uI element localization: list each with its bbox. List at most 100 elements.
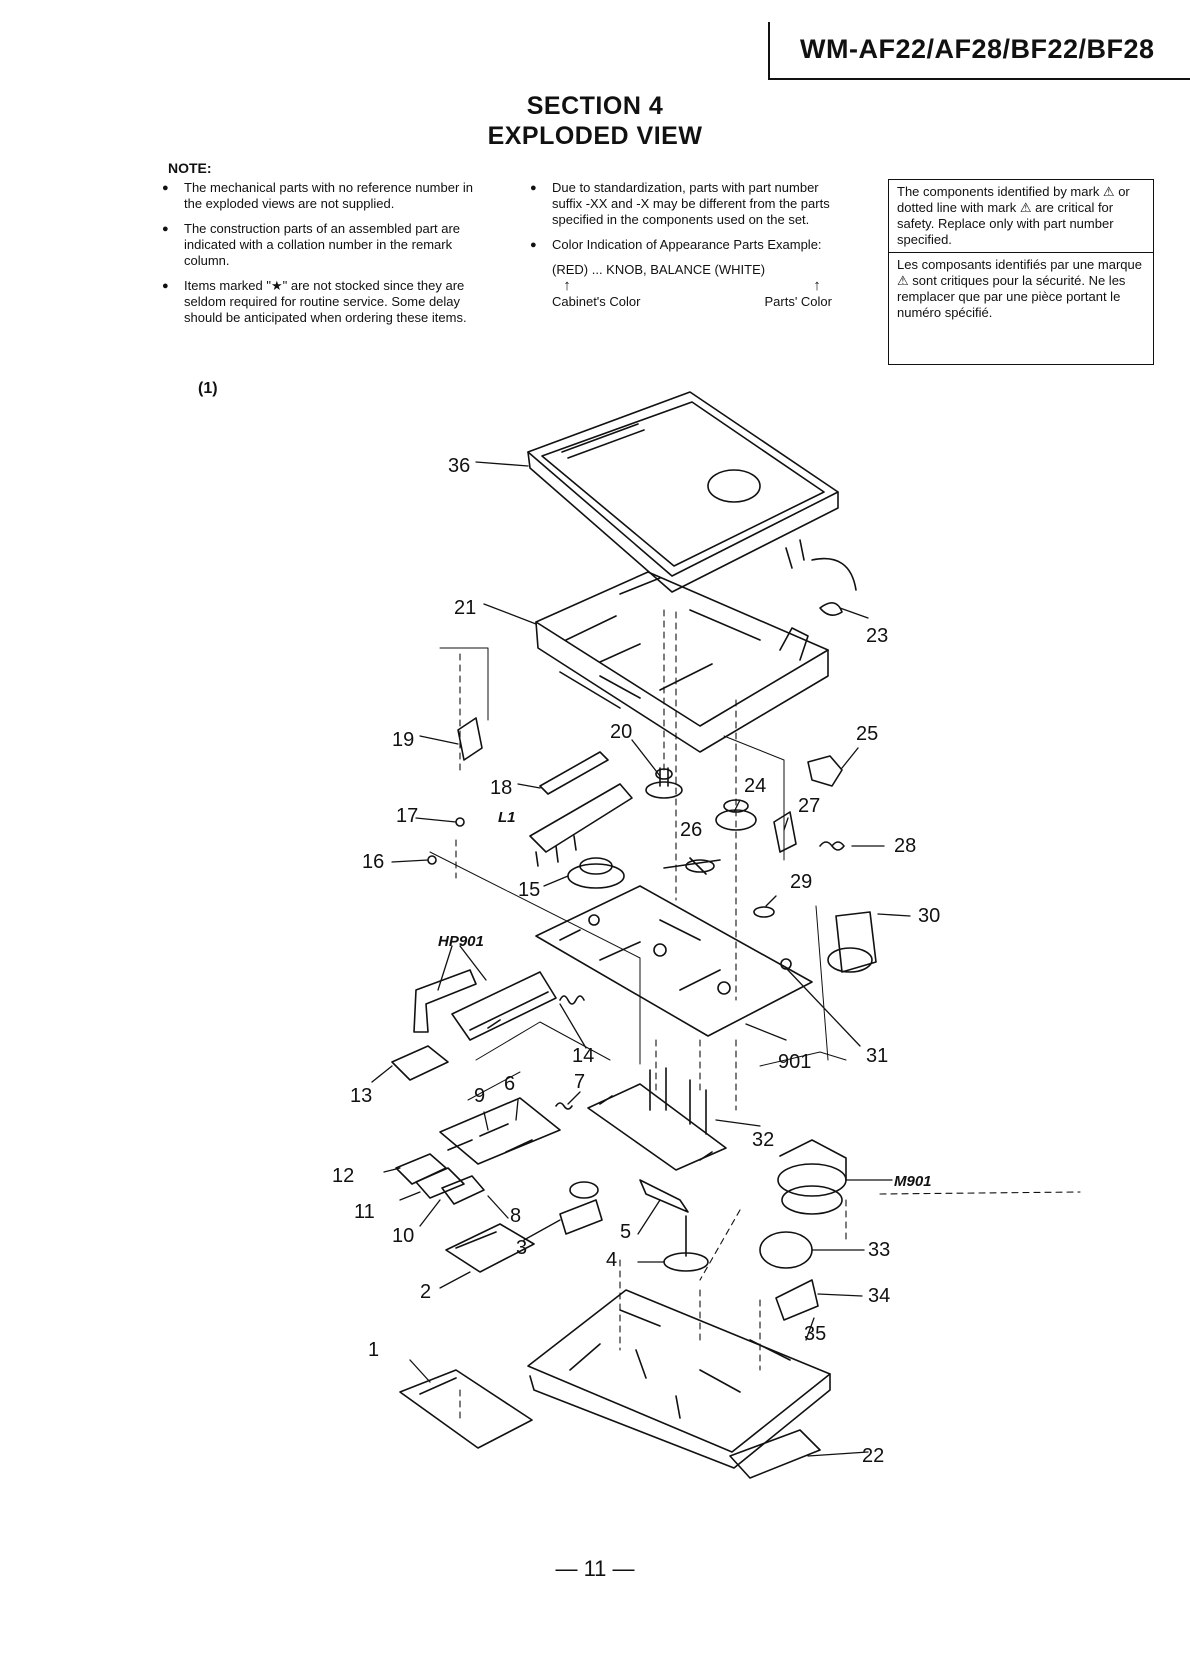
- part-label: 26: [680, 819, 702, 841]
- part-label: 8: [510, 1205, 521, 1227]
- part-label: 6: [504, 1073, 515, 1095]
- part-label: 10: [392, 1225, 414, 1247]
- gear-part: [645, 767, 683, 799]
- part-label: 12: [332, 1165, 354, 1187]
- part-labels: 36 21 23 19 20 25 18 24 27 17 L1 26 28 1…: [332, 455, 940, 1467]
- part-label: 22: [862, 1445, 884, 1467]
- part-label: 31: [866, 1045, 888, 1067]
- part-label: 15: [518, 879, 540, 901]
- safety-notice: The components identified by mark ⚠ or d…: [888, 179, 1154, 365]
- screw-part: [455, 817, 465, 827]
- up-arrow-icon: ↑: [813, 277, 821, 294]
- part-label: 901: [778, 1051, 811, 1073]
- battery-cover-part: [399, 1369, 533, 1449]
- part-label: 19: [392, 729, 414, 751]
- part-label: 2: [420, 1281, 431, 1303]
- part-label: 33: [868, 1239, 890, 1261]
- note-item: Items marked "★" are not stocked since t…: [160, 278, 482, 326]
- note-item: The mechanical parts with no reference n…: [160, 180, 482, 212]
- note-column-2: Due to standardization, parts with part …: [528, 180, 840, 310]
- section-title: EXPLODED VIEW: [487, 122, 703, 150]
- part-label: 16: [362, 851, 384, 873]
- leader-lines: [371, 461, 911, 1457]
- motor-bracket-part: [827, 911, 877, 973]
- part-label: 36: [448, 455, 470, 477]
- note-column-1: The mechanical parts with no reference n…: [160, 180, 482, 335]
- gear-part: [685, 859, 715, 873]
- part-label: 27: [798, 795, 820, 817]
- part-label: 18: [490, 777, 512, 799]
- flywheel-part: [567, 857, 625, 889]
- lever-part: [807, 755, 843, 787]
- part-label: 17: [396, 805, 418, 827]
- part-label: 29: [790, 871, 812, 893]
- header-rule: [768, 22, 1190, 80]
- cabinet-color-label: Cabinet's Color: [552, 294, 641, 309]
- part-label: 1: [368, 1339, 379, 1361]
- part-label: 30: [918, 905, 940, 927]
- alignment-guides: [455, 609, 1081, 1421]
- part-label: 35: [804, 1323, 826, 1345]
- bracket-part: [775, 1279, 819, 1321]
- lower-chassis-part: [527, 1289, 831, 1469]
- head-assembly-part: [529, 751, 633, 867]
- spring-part: [819, 602, 843, 616]
- gear-part: [559, 1181, 603, 1235]
- part-label: L1: [498, 809, 516, 826]
- clip-part: [457, 717, 483, 761]
- safety-notice-english: The components identified by mark ⚠ or d…: [897, 184, 1130, 247]
- screw-part: [780, 958, 792, 970]
- button-assembly-part: [395, 1097, 561, 1205]
- spring-part: [819, 841, 845, 851]
- part-label: 28: [894, 835, 916, 857]
- upper-chassis-part: [535, 571, 829, 753]
- main-plate-part: [535, 885, 813, 1037]
- figure-number: (1): [198, 380, 218, 397]
- belt-part: [639, 1179, 689, 1213]
- note-item: The construction parts of an assembled p…: [160, 221, 482, 269]
- model-title: WM-AF22/AF28/BF22/BF28: [800, 34, 1155, 64]
- part-label: 4: [606, 1249, 617, 1271]
- note-item: Color Indication of Appearance Parts Exa…: [528, 237, 840, 253]
- note-heading: NOTE:: [168, 160, 212, 176]
- button-part: [391, 1045, 449, 1081]
- bracket-part: [773, 811, 797, 853]
- spring-part: [555, 1102, 573, 1110]
- spring-part: [559, 995, 585, 1005]
- belt-part: [759, 1231, 813, 1269]
- part-label: M901: [894, 1173, 932, 1190]
- section-number: SECTION 4: [526, 92, 664, 120]
- color-example: (RED) ... KNOB, BALANCE (WHITE) ↑ ↑ Cabi…: [528, 262, 840, 310]
- color-example-line: (RED) ... KNOB, BALANCE (WHITE): [552, 262, 766, 277]
- part-label: 3: [516, 1237, 527, 1259]
- part-label: 24: [744, 775, 766, 797]
- page-number: — 11 —: [555, 1556, 635, 1581]
- screw-part: [427, 855, 437, 865]
- slide-plate-part: [445, 1223, 535, 1273]
- parts-color-label: Parts' Color: [764, 294, 832, 309]
- part-label: 23: [866, 625, 888, 647]
- part-label: 7: [574, 1071, 585, 1093]
- safety-notice-french: Les composants identifiés par une marque…: [889, 252, 1153, 325]
- part-label: 13: [350, 1085, 372, 1107]
- assembly-outlines: [429, 647, 847, 1101]
- switch-board-part: [413, 969, 557, 1041]
- part-label: 25: [856, 723, 878, 745]
- bottom-cover-part: [729, 1429, 821, 1479]
- note-item: Due to standardization, parts with part …: [528, 180, 840, 228]
- part-label: 20: [610, 721, 632, 743]
- capstan-part: [663, 1215, 709, 1272]
- part-label: 9: [474, 1085, 485, 1107]
- part-label: HP901: [438, 933, 484, 950]
- gear-part: [753, 906, 775, 918]
- part-label: 34: [868, 1285, 890, 1307]
- mechanism-part: [587, 1067, 727, 1171]
- motor-part: [777, 1139, 847, 1215]
- part-label: 11: [354, 1201, 375, 1223]
- part-label: 14: [572, 1045, 594, 1067]
- lid-part: [527, 391, 857, 593]
- part-label: 32: [752, 1129, 774, 1151]
- part-label: 21: [454, 597, 476, 619]
- part-label: 5: [620, 1221, 631, 1243]
